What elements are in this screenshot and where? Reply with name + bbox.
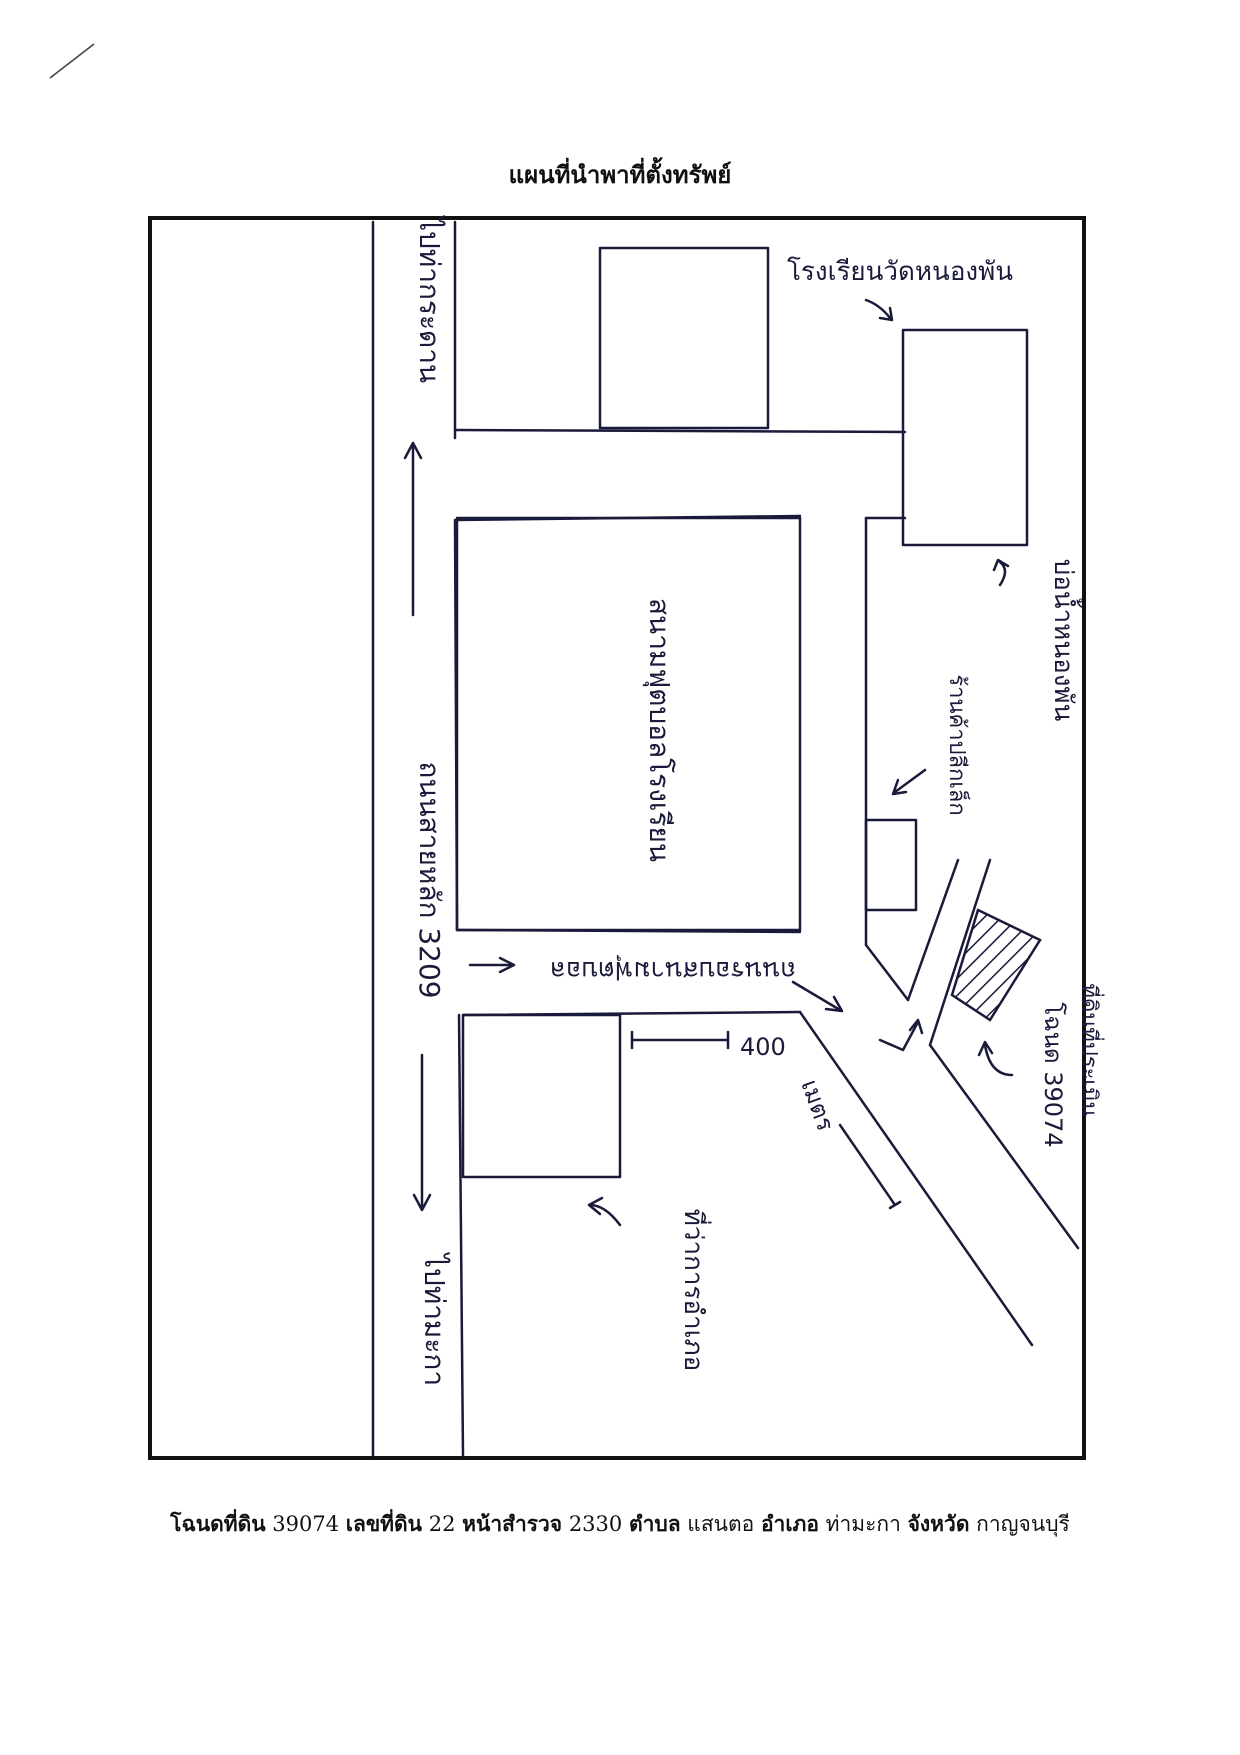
school-label: โรงเรียนวัดหนองพัน bbox=[787, 256, 1013, 287]
upper-block bbox=[598, 246, 770, 430]
stray-pen-mark bbox=[49, 43, 95, 79]
footer-parcel-label: เลขที่ดิน bbox=[345, 1511, 423, 1536]
school-building bbox=[901, 328, 1029, 547]
distance-marker bbox=[630, 1030, 902, 1210]
distance-value: 400 bbox=[740, 1033, 786, 1061]
footer-subdistrict-label: ตำบล bbox=[628, 1511, 681, 1536]
southwest-block bbox=[461, 1013, 622, 1179]
diagonal-road bbox=[798, 516, 1080, 1347]
footer-subdistrict-value: แสนตอ bbox=[687, 1512, 755, 1536]
road-main-label: ถนนสายหลัก 3209 bbox=[413, 761, 446, 998]
footer-survey-value: 2330 bbox=[568, 1512, 623, 1536]
district-office-label: ที่ว่าการอำเภอ bbox=[678, 1209, 712, 1372]
footer-province-label: จังหวัด bbox=[907, 1511, 970, 1536]
office-arrow bbox=[587, 1196, 622, 1227]
football-field bbox=[455, 516, 802, 932]
property-label: ที่ดินที่ประเมิน bbox=[1076, 984, 1105, 1117]
deed-label: โฉนด 39074 bbox=[1039, 1002, 1067, 1147]
footer-district-label: อำเภอ bbox=[760, 1511, 819, 1536]
side-road-arrow bbox=[468, 956, 516, 974]
footer-district-value: ท่ามะกา bbox=[825, 1512, 901, 1536]
south-arrow bbox=[412, 1053, 432, 1212]
property-arrow bbox=[977, 1040, 1014, 1077]
property-parcel bbox=[950, 908, 1042, 1022]
to-north-label: ไปท่ากระดาน bbox=[413, 215, 446, 383]
pond-label: บ่อน้ำหนองพัน bbox=[1048, 559, 1083, 722]
pond-arrow bbox=[992, 558, 1010, 587]
footer-parcel-value: 22 bbox=[428, 1512, 456, 1536]
small-building-label: ร้านค้าปลีกเล็ก bbox=[944, 674, 972, 815]
turn-arrow bbox=[878, 1018, 924, 1052]
page-title: แผนที่นำพาที่ตั้งทรัพย์ bbox=[508, 160, 732, 189]
shop-arrow bbox=[891, 768, 927, 796]
footer-survey-label: หน้าสำรวจ bbox=[462, 1511, 563, 1536]
lower-side-road bbox=[455, 928, 802, 1017]
footer-deed-value: 39074 bbox=[272, 1512, 340, 1536]
footer-province-value: กาญจนบุรี bbox=[976, 1512, 1070, 1536]
school-arrow bbox=[864, 298, 894, 322]
small-shop bbox=[864, 818, 918, 912]
distance-unit: เมตร bbox=[795, 1076, 839, 1135]
field-label: สนามฟุตบอลโรงเรียน bbox=[642, 598, 676, 862]
footer-deed-info: โฉนดที่ดิน 39074 เลขที่ดิน 22 หน้าสำรวจ … bbox=[0, 1508, 1240, 1541]
footer-deed-label: โฉนดที่ดิน bbox=[170, 1511, 266, 1536]
north-arrow bbox=[403, 441, 423, 617]
map-frame bbox=[148, 216, 1086, 1460]
to-south-label: ไปท่ามะกา bbox=[418, 1252, 451, 1386]
junction-arrow bbox=[791, 980, 844, 1013]
side-road-label: ถนนรอบสนามฟุตบอล bbox=[550, 955, 796, 985]
upper-side-road bbox=[453, 428, 907, 522]
